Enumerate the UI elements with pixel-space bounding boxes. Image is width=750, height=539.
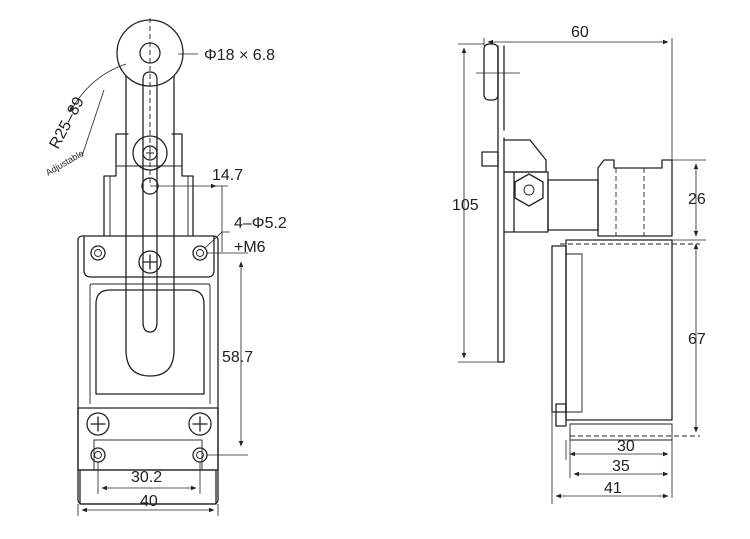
dim-14-7-ext [216, 185, 228, 252]
radius-arc [69, 63, 127, 113]
dim-30-label: 30 [617, 438, 635, 455]
dim-105-label: 105 [452, 197, 479, 214]
front-mounting-hole-tr [192, 245, 208, 261]
dim-58-7-ext [207, 252, 248, 456]
front-inner-window [95, 289, 205, 395]
front-body-outline [77, 235, 219, 505]
dim-67-label: 67 [688, 331, 706, 348]
dim-60-label: 60 [571, 24, 589, 41]
side-hub-block [513, 171, 549, 233]
front-top-ear [83, 235, 215, 278]
dim-26-ext [672, 159, 706, 241]
side-view: 60 105 26 67 30 35 41 [452, 24, 706, 504]
dim-105-ext [458, 43, 498, 363]
front-hole-br [192, 447, 208, 463]
dim-40-ext [77, 504, 219, 516]
lever-screw [138, 250, 162, 274]
dim-bottom-ext [551, 412, 673, 504]
dim-14-7-label: 14.7 [212, 167, 243, 184]
front-hole-bl [90, 447, 106, 463]
holes-leader [204, 231, 230, 249]
actuator-housing-detail [109, 165, 189, 236]
front-screw-br [188, 412, 212, 436]
front-inner-frame [89, 283, 211, 404]
front-screw-bl [86, 412, 110, 436]
side-hex-nut [514, 173, 544, 207]
radius-leader [81, 89, 105, 157]
side-bottom-tab [555, 403, 567, 427]
front-view: Φ18 × 6.8 R25–89 Adjustable 14.7 4–Φ5.2 … [44, 18, 287, 516]
front-base-slot [93, 439, 203, 471]
side-head-hidden [615, 168, 645, 236]
side-nut [481, 151, 499, 167]
lever-slot [142, 71, 158, 333]
dim-35-label: 35 [612, 458, 630, 475]
side-mount-flange [551, 245, 567, 413]
adjustable-label: Adjustable [44, 148, 85, 178]
side-hub-top [503, 139, 547, 173]
side-shaft [547, 179, 599, 231]
side-body-rib [566, 253, 583, 413]
dim-60-ext [483, 38, 673, 160]
front-mounting-hole-tl [90, 245, 106, 261]
side-lever-plate [497, 45, 505, 363]
front-base-bottom [79, 469, 217, 505]
side-roller [483, 43, 499, 101]
dim-26-label: 26 [688, 191, 706, 208]
dim-30-2-label: 30.2 [131, 469, 162, 486]
thread-label: +M6 [234, 239, 266, 256]
side-hub-body [503, 171, 515, 233]
dim-40-label: 40 [140, 493, 158, 510]
dim-41-label: 41 [604, 480, 622, 497]
roller-dim-label: Φ18 × 6.8 [204, 47, 275, 64]
dim-30-2-ext [97, 462, 201, 494]
radius-label: R25–89 [47, 94, 88, 152]
holes-label: 4–Φ5.2 [234, 215, 287, 232]
side-head-box [597, 159, 673, 237]
actuator-housing-left [103, 133, 129, 237]
actuator-housing-right [171, 133, 194, 237]
dim-58-7-label: 58.7 [222, 349, 253, 366]
lever-arm [125, 75, 175, 377]
